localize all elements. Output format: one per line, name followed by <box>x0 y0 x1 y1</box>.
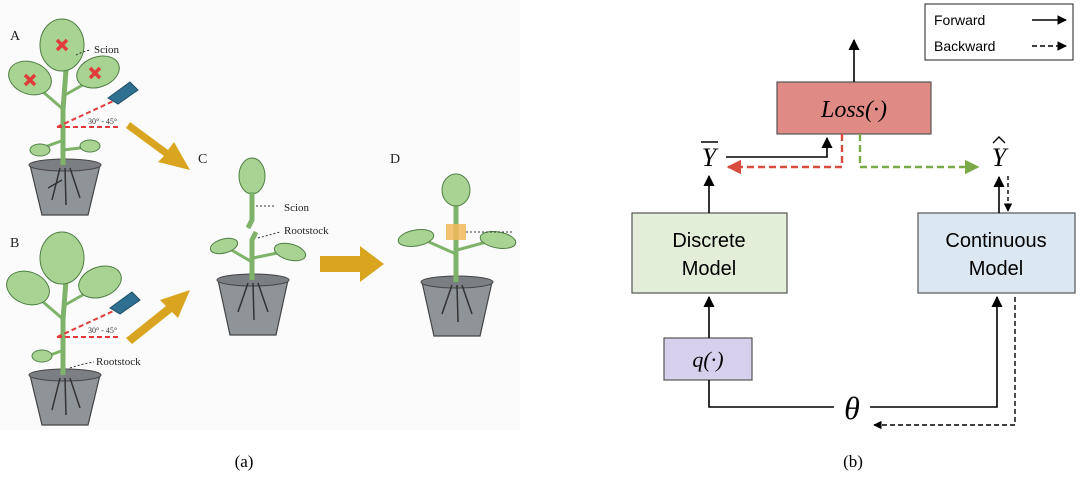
angle-label-a: 30° - 45° <box>88 117 117 126</box>
continuous-to-theta-backward-arrow <box>873 297 1016 430</box>
y-bar-symbol: Y <box>702 143 719 172</box>
continuous-model-label-2: Model <box>969 258 1023 280</box>
scion-stem-c <box>245 192 255 230</box>
rootstock-stem-c <box>249 230 259 280</box>
discrete-model-label-2: Model <box>682 258 736 280</box>
rootstock-label-b: Rootstock <box>96 356 141 368</box>
rootstock-leaf-c-left <box>209 237 239 255</box>
cut-line-b <box>56 307 121 338</box>
graft-union-d <box>446 224 466 240</box>
leaf-b-left <box>6 270 50 306</box>
cross-marks-a <box>23 38 102 87</box>
knife-a <box>107 81 139 105</box>
leaf-b-right <box>78 265 122 299</box>
loss-label: Loss(·) <box>820 97 887 123</box>
ybar-to-loss-arrow <box>726 136 833 158</box>
petioles-a <box>34 76 96 152</box>
letter-c: C <box>198 152 207 167</box>
roots-d <box>441 284 473 323</box>
loss-to-yhat-backward-arrow <box>858 134 980 175</box>
rootstock-leaf-c-right <box>273 242 307 262</box>
legend-forward-label: Forward <box>934 12 985 28</box>
angle-label-b: 30° - 45° <box>88 326 117 335</box>
arrow-b-to-c <box>126 290 190 344</box>
y-hat-symbol: Y <box>992 143 1009 172</box>
rootstock-label-c: Rootstock <box>284 225 329 237</box>
q-box <box>663 337 753 381</box>
theta-to-continuous-arrow <box>870 295 1003 408</box>
loss-to-ybar-backward-arrow <box>726 134 844 175</box>
caption-a: (a) <box>235 452 254 471</box>
panel-a: A 30° - 45° Scion B <box>0 0 520 471</box>
letter-a: A <box>10 29 21 44</box>
leaf-a-low-right <box>79 139 101 153</box>
plant-b: B 30° - 45° Rootstock <box>6 231 141 426</box>
scion-label-a: Scion <box>94 44 120 56</box>
legend-backward-label: Backward <box>934 38 995 54</box>
y-hat-caret <box>992 136 1006 144</box>
panel-b: Forward Backward Loss(·) Discrete Model … <box>631 3 1076 471</box>
roots-b <box>51 377 81 416</box>
continuous-model-box <box>917 212 1076 294</box>
q-to-theta-line <box>708 380 834 408</box>
rootstock-pointer-b <box>69 361 95 369</box>
plant-a: A 30° - 45° Scion <box>8 18 139 216</box>
legend-box <box>924 3 1074 61</box>
letter-b: B <box>10 236 19 251</box>
theta-symbol: θ <box>844 390 860 426</box>
plant-c: C Scion Rootstock <box>198 152 329 336</box>
discrete-model-label-1: Discrete <box>672 230 745 252</box>
scion-leaf-c <box>238 157 266 195</box>
leaf-d-left <box>397 229 435 247</box>
arrow-c-to-d <box>320 246 384 282</box>
leaf-a-low-left <box>29 143 51 157</box>
continuous-model-label-1: Continuous <box>945 230 1046 252</box>
knife-b <box>109 291 141 315</box>
leaf-b-low <box>31 349 53 363</box>
scion-pointer-a <box>75 49 91 56</box>
letter-d: D <box>390 152 400 167</box>
plant-d: D <box>390 152 517 337</box>
arrow-a-to-c <box>126 122 190 170</box>
scion-label-c: Scion <box>284 202 310 214</box>
legend: Forward Backward <box>924 3 1074 61</box>
caption-b: (b) <box>843 452 863 471</box>
roots-a <box>47 167 81 206</box>
discrete-model-box <box>631 212 788 294</box>
leaf-d-top <box>441 173 471 207</box>
roots-c <box>237 282 269 321</box>
q-label: q(·) <box>692 347 723 372</box>
leaf-b-top <box>39 231 85 285</box>
cut-line-a <box>56 97 121 128</box>
